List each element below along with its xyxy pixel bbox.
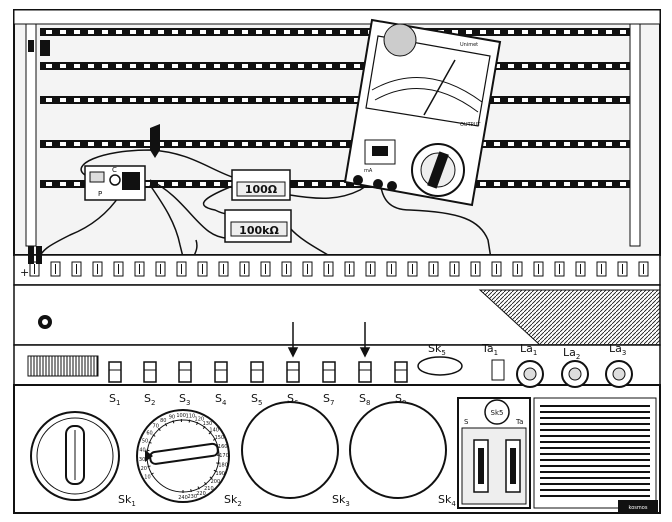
toggle-switch bbox=[322, 361, 336, 383]
dial-number: 200 bbox=[211, 479, 221, 485]
switch-row: S1S2S3S4S5S6S7S8S9 bbox=[108, 361, 408, 407]
toggle-switch bbox=[394, 361, 408, 383]
toggle-switch bbox=[214, 361, 228, 383]
resistor-100k-ohm-label: 100kΩ bbox=[239, 224, 279, 237]
meter-output-label: OUTPUT bbox=[460, 122, 481, 128]
terminal-strip: + bbox=[13, 246, 661, 286]
wires bbox=[37, 149, 493, 269]
dial-number: 160 bbox=[218, 444, 228, 450]
dial-number: 230 bbox=[187, 494, 197, 500]
dial-number: 190 bbox=[215, 471, 225, 477]
dial-number: 210 bbox=[204, 486, 214, 492]
switch-label: S1 bbox=[109, 392, 120, 407]
dial-number: 30 bbox=[139, 457, 145, 463]
speaker-grille bbox=[533, 397, 657, 509]
pointer-arrow-top bbox=[150, 124, 160, 158]
socket-sk5-label: Sk5 bbox=[491, 409, 504, 417]
dial-number: 110 bbox=[186, 414, 196, 420]
switch-label: S2 bbox=[144, 392, 155, 407]
switch-label: S7 bbox=[323, 392, 334, 407]
dial-number: 130 bbox=[203, 421, 213, 427]
resistor-100k-ohm: 100kΩ bbox=[224, 209, 292, 243]
dial-number: 150 bbox=[215, 435, 225, 441]
indicators bbox=[417, 356, 633, 388]
credit-label: kosmos bbox=[629, 505, 648, 511]
toggle-switch bbox=[108, 361, 122, 383]
dial-number: 100 bbox=[176, 413, 186, 419]
dial-number: 170 bbox=[219, 453, 229, 459]
dial-number: 20 bbox=[141, 466, 147, 472]
dial-number: 180 bbox=[218, 462, 228, 468]
indicator-label: La2 bbox=[563, 346, 580, 361]
knob-label: Sk4 bbox=[438, 493, 456, 508]
resistor-100-ohm: 100Ω bbox=[231, 169, 291, 201]
toggle-switch bbox=[143, 361, 157, 383]
toggle-switch bbox=[286, 361, 300, 383]
switch-block: P C bbox=[84, 165, 146, 201]
svg-text:C: C bbox=[112, 166, 117, 174]
knob-label: Sk3 bbox=[332, 493, 350, 508]
knob-sk4 bbox=[349, 401, 447, 499]
dial-number: 10 bbox=[144, 475, 150, 481]
plus-sign: + bbox=[20, 266, 29, 279]
dial-number: 120 bbox=[195, 416, 205, 422]
toggle-switch bbox=[178, 361, 192, 383]
indicator-label: Sk5 bbox=[428, 342, 446, 357]
switch-label: S8 bbox=[359, 392, 370, 407]
dial-number: 80 bbox=[160, 418, 166, 424]
meter-brand: Unimet bbox=[460, 42, 478, 48]
toggle-switch bbox=[358, 361, 372, 383]
dial-number: 60 bbox=[146, 430, 152, 436]
knob-sk3 bbox=[241, 401, 339, 499]
dial-number: 70 bbox=[153, 423, 159, 429]
dial-number: 140 bbox=[209, 427, 219, 433]
switch-label: S5 bbox=[251, 392, 262, 407]
dial-number: 50 bbox=[142, 439, 148, 445]
dial-number: 40 bbox=[139, 447, 145, 453]
multimeter: Unimet OUTPUT mA bbox=[343, 18, 502, 207]
dial-number: 220 bbox=[196, 491, 206, 497]
meter-clamp-label: mA bbox=[364, 168, 373, 174]
indicator-label: La3 bbox=[609, 342, 626, 357]
resistor-100-ohm-label: 100Ω bbox=[245, 183, 278, 196]
credit-box: kosmos bbox=[618, 500, 658, 512]
dial-number: 90 bbox=[169, 415, 175, 421]
breadboard bbox=[13, 9, 661, 256]
knob-label: Sk2 bbox=[224, 493, 242, 508]
pointer-arrows bbox=[287, 322, 371, 358]
indicator-label: Ta1 bbox=[481, 342, 498, 357]
socket-ta-label: Ta bbox=[515, 418, 523, 426]
knob-label: Sk1 bbox=[118, 493, 136, 508]
knob-sk1 bbox=[30, 411, 120, 501]
socket-s-label: S bbox=[464, 418, 469, 426]
switch-label: S3 bbox=[179, 392, 190, 407]
dial-number: 240 bbox=[178, 495, 188, 501]
toggle-switch bbox=[250, 361, 264, 383]
switch-label: S4 bbox=[215, 392, 227, 407]
indicator-label: La1 bbox=[520, 342, 537, 357]
svg-text:P: P bbox=[98, 190, 102, 198]
socket-panel: S Sk5 Ta bbox=[457, 397, 531, 509]
